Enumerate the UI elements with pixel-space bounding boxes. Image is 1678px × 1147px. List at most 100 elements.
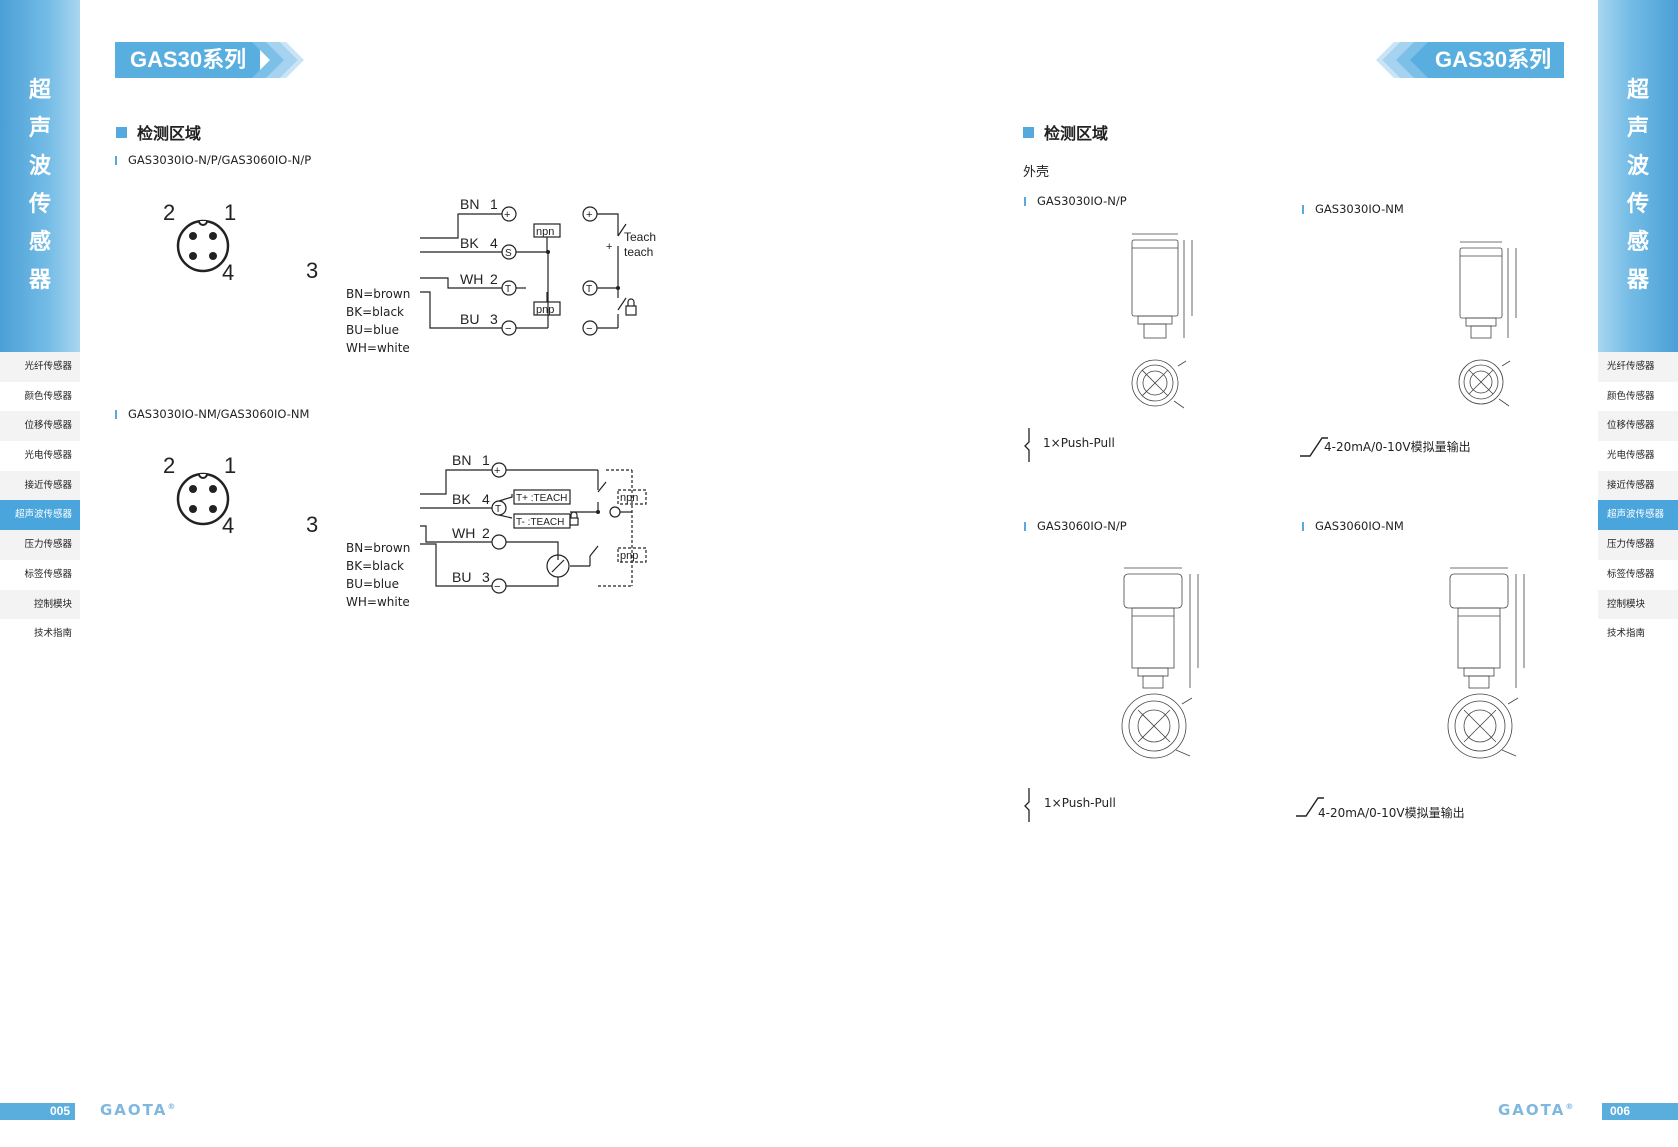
terminal-symbol: T xyxy=(586,284,592,295)
wire-label: BU xyxy=(460,311,479,327)
m12-connector-icon xyxy=(176,472,230,526)
category-item[interactable]: 光纤传感器 xyxy=(0,352,80,382)
wire-color-legend: BN=brown BK=black BU=blue WH=white xyxy=(346,539,410,611)
category-item-active[interactable]: 超声波传感器 xyxy=(1598,500,1678,531)
npn-box-label: npn xyxy=(620,492,638,504)
pin-label: 3 xyxy=(306,512,319,537)
model-text: GAS3030IO-N/P/GAS3060IO-N/P xyxy=(128,153,312,167)
category-item[interactable]: 压力传感器 xyxy=(0,530,80,560)
teach-label: teach xyxy=(624,245,653,259)
model-text: GAS3030IO-NM xyxy=(1315,202,1404,216)
title-char: 波 xyxy=(28,154,51,179)
legend-item: BN=brown xyxy=(346,541,411,555)
category-item[interactable]: 压力传感器 xyxy=(1598,530,1678,560)
title-char: 超 xyxy=(28,78,51,103)
npn-box-label: npn xyxy=(536,226,554,238)
push-pull-output-icon xyxy=(1024,788,1030,822)
vertical-title-band: 超 声 波 传 感 器 xyxy=(1598,0,1678,352)
pin-label: 4 xyxy=(222,513,235,538)
dimension-drawing xyxy=(1447,567,1525,759)
subtitle-bar xyxy=(115,410,117,419)
category-item-active[interactable]: 超声波传感器 xyxy=(0,500,80,531)
category-item[interactable]: 标签传感器 xyxy=(1598,559,1678,590)
wire-label: BK xyxy=(452,491,471,507)
title-char: 传 xyxy=(28,192,51,217)
wire-color-legend: BN=brown BK=black BU=blue WH=white xyxy=(346,285,410,357)
teach-label: Teach xyxy=(624,230,656,244)
category-item[interactable]: 光纤传感器 xyxy=(1598,352,1678,382)
pnp-box-label: pnp xyxy=(536,304,554,316)
category-item[interactable]: 位移传感器 xyxy=(0,411,80,442)
title-char: 传 xyxy=(1626,192,1649,217)
title-char: 波 xyxy=(1626,154,1649,179)
logo-text: GAOTA xyxy=(100,1101,168,1119)
category-item[interactable]: 控制模块 xyxy=(0,589,80,620)
category-item[interactable]: 颜色传感器 xyxy=(0,381,80,412)
category-item[interactable]: 控制模块 xyxy=(1598,589,1678,620)
category-nav: 光纤传感器 颜色传感器 位移传感器 光电传感器 接近传感器 超声波传感器 压力传… xyxy=(0,352,80,649)
wire-number: 4 xyxy=(490,235,498,251)
analog-output-icon xyxy=(1296,797,1324,817)
vertical-title: 超 声 波 传 感 器 xyxy=(0,72,80,300)
vertical-title-band: 超 声 波 传 感 器 xyxy=(0,0,80,352)
category-item[interactable]: 位移传感器 xyxy=(1598,411,1678,442)
model-text: GAS3030IO-NM/GAS3060IO-NM xyxy=(128,407,310,421)
legend-item: BU=blue xyxy=(346,323,400,337)
chevron-left-icon xyxy=(1376,42,1428,78)
wire-label: BN xyxy=(460,196,479,212)
output-type: 4-20mA/0-10V模拟量输出 xyxy=(1318,806,1465,820)
right-sidebar: 超 声 波 传 感 器 光纤传感器 颜色传感器 位移传感器 光电传感器 接近传感… xyxy=(1598,0,1678,649)
legend-item: WH=white xyxy=(346,595,410,609)
title-char: 器 xyxy=(28,268,51,293)
model-subtitle: GAS3060IO-N/P xyxy=(1024,519,1127,533)
subtitle-bar xyxy=(1302,205,1304,214)
title-char: 感 xyxy=(1626,230,1649,255)
page-number: 006 xyxy=(1602,1103,1678,1120)
wire-label: WH xyxy=(452,525,475,541)
section-title: 检测区域 xyxy=(1023,120,1108,144)
model-subtitle: GAS3030IO-N/P/GAS3060IO-N/P xyxy=(115,153,311,167)
dimension-drawing xyxy=(1121,567,1199,759)
teach-box-label: T+ :TEACH xyxy=(516,493,567,504)
model-text: GAS3030IO-N/P xyxy=(1037,194,1127,208)
pin-label: 2 xyxy=(163,453,176,478)
category-item[interactable]: 技术指南 xyxy=(1598,619,1678,649)
analog-output-icon xyxy=(1300,437,1328,457)
legend-item: BN=brown xyxy=(346,287,411,301)
category-item[interactable]: 标签传感器 xyxy=(0,559,80,590)
logo-registered: ® xyxy=(1565,1102,1574,1111)
brand-logo: GAOTA® xyxy=(1498,1101,1573,1119)
section-title-text: 检测区域 xyxy=(1044,124,1109,143)
category-item[interactable]: 颜色传感器 xyxy=(1598,381,1678,412)
logo-registered: ® xyxy=(167,1102,176,1111)
teach-box-label: T- :TEACH xyxy=(516,517,564,528)
wire-number: 4 xyxy=(482,491,490,507)
section-title-text: 检测区域 xyxy=(137,124,202,143)
wire-number: 3 xyxy=(482,569,490,585)
title-char: 声 xyxy=(1626,116,1649,141)
terminal-symbol: − xyxy=(494,581,500,593)
terminal-symbol: + xyxy=(606,241,612,253)
title-char: 超 xyxy=(1626,78,1649,103)
terminal-symbol: + xyxy=(586,209,592,221)
output-type: 4-20mA/0-10V模拟量输出 xyxy=(1324,440,1471,454)
subtitle-bar xyxy=(1024,197,1026,206)
output-type: 1×Push-Pull xyxy=(1043,436,1115,450)
logo-text: GAOTA xyxy=(1498,1101,1566,1119)
category-item[interactable]: 接近传感器 xyxy=(0,470,80,501)
wire-label: WH xyxy=(460,271,483,287)
wiring-diagram-analog: BN 1 + BK 4 T WH 2 BU 3 − T+ :TEACH T- :… xyxy=(420,452,647,594)
category-item[interactable]: 接近传感器 xyxy=(1598,470,1678,501)
pin-label: 3 xyxy=(306,258,319,283)
housing-label: 外壳 xyxy=(1023,165,1050,180)
wire-label: BU xyxy=(452,569,471,585)
output-type: 1×Push-Pull xyxy=(1044,796,1116,810)
category-item[interactable]: 技术指南 xyxy=(0,619,80,649)
category-item[interactable]: 光电传感器 xyxy=(0,441,80,471)
wire-number: 1 xyxy=(490,196,498,212)
model-subtitle: GAS3030IO-NM xyxy=(1302,202,1404,216)
category-item[interactable]: 光电传感器 xyxy=(1598,441,1678,471)
wire-label: BK xyxy=(460,235,479,251)
terminal-symbol: S xyxy=(505,248,512,259)
section-bullet xyxy=(1023,127,1034,138)
